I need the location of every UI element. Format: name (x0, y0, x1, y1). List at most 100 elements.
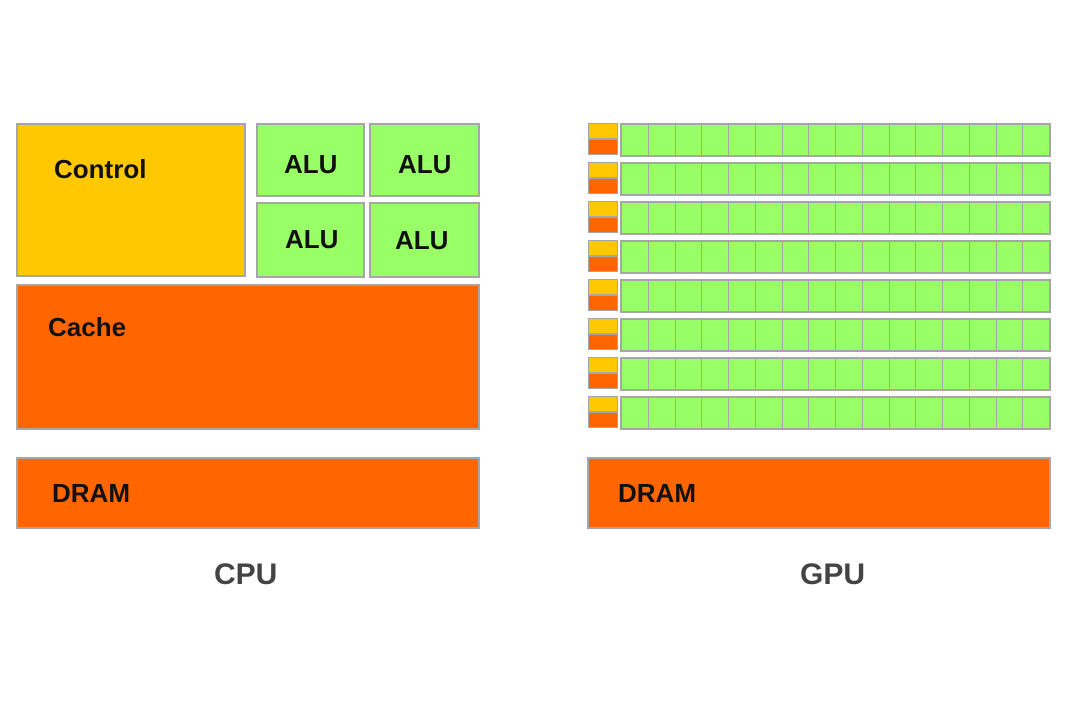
gpu-alu-cell (783, 125, 810, 155)
gpu-alu-cell (970, 320, 997, 350)
gpu-alu-cell (783, 242, 810, 272)
gpu-row (588, 162, 1051, 196)
gpu-alu-cell (649, 125, 676, 155)
gpu-alu-cell (890, 281, 917, 311)
gpu-alu-cell (890, 398, 917, 428)
gpu-alu-cell (783, 320, 810, 350)
gpu-alu-cell (997, 398, 1024, 428)
cpu-caption: CPU (214, 558, 278, 591)
gpu-alu-cell (676, 242, 703, 272)
cpu-control-label: Control (54, 154, 147, 184)
gpu-alu-cell (702, 359, 729, 389)
gpu-cache-unit (588, 178, 618, 194)
cpu-cache-label: Cache (48, 312, 127, 342)
gpu-alu-cell (783, 164, 810, 194)
gpu-alu-cell (997, 125, 1024, 155)
cpu-cache-block: Cache (16, 284, 480, 430)
gpu-alu-cell (622, 164, 649, 194)
gpu-alu-strip (620, 201, 1051, 235)
gpu-alu-cell (676, 203, 703, 233)
gpu-alu-cell (970, 203, 997, 233)
gpu-alu-cell (836, 281, 863, 311)
gpu-alu-cell (622, 203, 649, 233)
cpu-dram-block: DRAM (16, 457, 480, 529)
gpu-alu-cell (756, 242, 783, 272)
gpu-alu-cell (890, 320, 917, 350)
gpu-alu-cell (622, 281, 649, 311)
gpu-alu-cell (970, 242, 997, 272)
gpu-alu-cell (756, 281, 783, 311)
gpu-alu-cell (649, 320, 676, 350)
gpu-alu-cell (729, 359, 756, 389)
cpu-alu-block: ALU (369, 123, 480, 197)
gpu-cache-unit (588, 373, 618, 389)
gpu-alu-cell (997, 164, 1024, 194)
gpu-alu-cell (676, 281, 703, 311)
gpu-alu-cell (970, 164, 997, 194)
gpu-alu-cell (890, 125, 917, 155)
gpu-alu-cell (836, 203, 863, 233)
gpu-alu-strip (620, 123, 1051, 157)
gpu-alu-strip (620, 318, 1051, 352)
gpu-alu-cell (676, 359, 703, 389)
cpu-alu-block: ALU (256, 123, 365, 197)
gpu-alu-cell (943, 281, 970, 311)
gpu-alu-cell (702, 125, 729, 155)
gpu-alu-cell (916, 203, 943, 233)
gpu-alu-cell (702, 320, 729, 350)
gpu-alu-cell (1023, 359, 1049, 389)
gpu-row (588, 318, 1051, 352)
gpu-alu-cell (916, 242, 943, 272)
gpu-control-unit (588, 357, 618, 373)
gpu-alu-cell (702, 281, 729, 311)
gpu-row (588, 123, 1051, 157)
gpu-row (588, 201, 1051, 235)
gpu-alu-cell (676, 320, 703, 350)
gpu-alu-cell (836, 398, 863, 428)
gpu-alu-cell (649, 281, 676, 311)
gpu-alu-cell (1023, 398, 1049, 428)
gpu-cache-unit (588, 412, 618, 428)
gpu-alu-cell (702, 398, 729, 428)
gpu-alu-cell (836, 359, 863, 389)
gpu-alu-cell (836, 320, 863, 350)
gpu-alu-cell (997, 281, 1024, 311)
gpu-alu-cell (916, 398, 943, 428)
gpu-control-unit (588, 162, 618, 178)
gpu-alu-cell (1023, 320, 1049, 350)
gpu-alu-cell (890, 164, 917, 194)
gpu-alu-strip (620, 240, 1051, 274)
gpu-alu-cell (943, 359, 970, 389)
gpu-alu-cell (943, 164, 970, 194)
gpu-alu-cell (863, 164, 890, 194)
gpu-alu-strip (620, 162, 1051, 196)
gpu-alu-cell (1023, 164, 1049, 194)
gpu-alu-cell (863, 359, 890, 389)
gpu-alu-cell (890, 242, 917, 272)
gpu-alu-cell (863, 320, 890, 350)
gpu-alu-cell (649, 359, 676, 389)
gpu-alu-cell (676, 125, 703, 155)
gpu-alu-cell (970, 125, 997, 155)
gpu-control-unit (588, 396, 618, 412)
gpu-alu-cell (916, 320, 943, 350)
gpu-control-unit (588, 123, 618, 139)
gpu-alu-cell (943, 125, 970, 155)
cpu-alu-label: ALU (285, 224, 339, 254)
gpu-alu-cell (863, 242, 890, 272)
gpu-alu-cell (890, 359, 917, 389)
gpu-alu-cell (622, 125, 649, 155)
gpu-cache-unit (588, 295, 618, 311)
cpu-dram-label: DRAM (52, 478, 130, 508)
gpu-alu-cell (836, 125, 863, 155)
gpu-alu-cell (729, 164, 756, 194)
gpu-alu-cell (756, 164, 783, 194)
gpu-alu-cell (729, 398, 756, 428)
cpu-alu-label: ALU (398, 149, 452, 179)
gpu-alu-cell (836, 164, 863, 194)
gpu-row (588, 396, 1051, 430)
gpu-alu-cell (970, 359, 997, 389)
gpu-alu-cell (676, 398, 703, 428)
gpu-alu-cell (997, 203, 1024, 233)
